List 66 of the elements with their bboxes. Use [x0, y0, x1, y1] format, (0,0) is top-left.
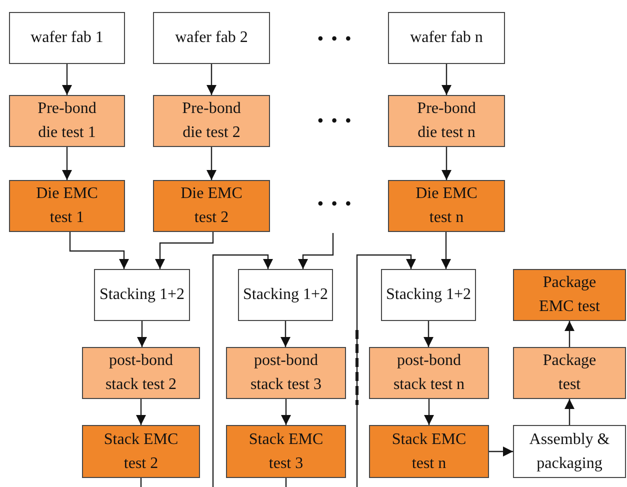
- node-label: Stack EMC test n: [390, 430, 468, 474]
- node-label: Stacking 1+2: [384, 285, 472, 305]
- node-label: post-bond stack test n: [392, 351, 466, 395]
- node-label: Pre-bond die test n: [416, 99, 477, 143]
- process-box: [9, 12, 125, 64]
- arrow: [564, 399, 574, 425]
- node-label: Stack EMC test 2: [102, 430, 180, 474]
- arrow: [212, 254, 273, 487]
- arrow: [424, 321, 434, 347]
- node-label: post-bond stack test 3: [249, 351, 323, 395]
- arrow: [489, 446, 513, 456]
- test-box: [388, 95, 505, 147]
- node-label: Stacking 1+2: [98, 285, 186, 305]
- process-box: [153, 12, 270, 64]
- arrow: [441, 232, 451, 269]
- arrow: [69, 232, 129, 269]
- node-label: Package test: [542, 351, 598, 395]
- process-box: [388, 12, 505, 64]
- node-label: Stack EMC test 3: [248, 430, 324, 474]
- node-label: Pre-bond die test 2: [181, 99, 242, 143]
- emc-test-box: [369, 425, 489, 478]
- arrow: [137, 321, 147, 347]
- process-box: [94, 269, 190, 321]
- emc-test-box: [9, 180, 125, 232]
- test-box: [226, 347, 346, 399]
- emc-test-box: [153, 180, 270, 232]
- arrow: [62, 64, 72, 95]
- arrow: [136, 399, 146, 425]
- arrow: [155, 232, 214, 269]
- arrow: [298, 233, 334, 269]
- arrow: [206, 64, 216, 95]
- arrow: [424, 399, 434, 425]
- arrow: [442, 147, 452, 180]
- test-box: [82, 347, 200, 399]
- arrow: [281, 399, 291, 425]
- node-label: Stacking 1+2: [242, 285, 329, 305]
- node-label: wafer fab 1: [30, 28, 104, 48]
- node-label: Pre-bond die test 1: [36, 99, 98, 143]
- test-box: [9, 95, 125, 147]
- emc-test-box: [226, 425, 346, 478]
- emc-test-box: [82, 425, 200, 478]
- emc-test-box: [388, 180, 505, 232]
- emc-test-box: [513, 269, 626, 321]
- process-box: [381, 269, 476, 321]
- node-label: Die EMC test 2: [180, 184, 244, 228]
- node-label: wafer fab n: [409, 28, 484, 48]
- node-label: wafer fab 2: [174, 28, 249, 48]
- arrow: [564, 321, 574, 347]
- node-label: Die EMC test 1: [35, 184, 99, 228]
- test-box: [513, 347, 626, 399]
- process-box: [513, 425, 626, 478]
- node-label: post-bond stack test 2: [104, 351, 178, 395]
- ellipsis-dots: •••: [316, 30, 358, 48]
- ellipsis-dots: •••: [316, 195, 358, 213]
- arrow: [206, 147, 216, 180]
- process-box: [238, 269, 333, 321]
- node-label: Assembly & packaging: [528, 430, 611, 474]
- node-label: Die EMC test n: [414, 184, 478, 228]
- test-box: [369, 347, 489, 399]
- node-label: Package EMC test: [538, 273, 601, 317]
- arrow: [62, 147, 72, 180]
- test-box: [153, 95, 270, 147]
- arrow: [280, 321, 290, 347]
- arrow: [442, 64, 452, 95]
- ellipsis-dots: •••: [316, 112, 358, 130]
- arrow: [356, 254, 416, 487]
